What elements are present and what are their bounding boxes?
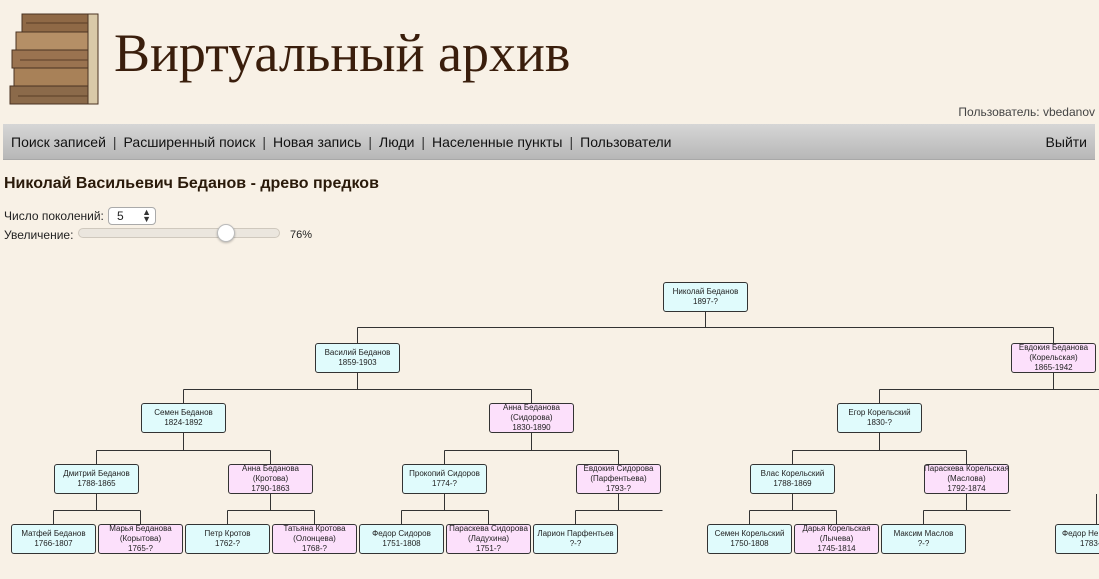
person-card[interactable]: Максим Маслов ?-? [881, 524, 966, 554]
person-card[interactable]: Дмитрий Беданов 1788-1865 [54, 464, 139, 494]
person-card[interactable]: Евдокия Сидорова (Парфентьева) 1793-? [576, 464, 661, 494]
select-arrows-icon: ▲▼ [142, 207, 151, 224]
nav-users[interactable]: Пользователи [580, 134, 672, 150]
generations-value: 5 [117, 209, 124, 223]
logout-link[interactable]: Выйти [1045, 134, 1087, 150]
person-card[interactable]: Василий Беданов 1859-1903 [315, 343, 400, 373]
nav-separator: | [569, 134, 574, 150]
person-card[interactable]: Параскева Сидорова (Ладухина) 1751-? [446, 524, 531, 554]
zoom-slider-track[interactable] [78, 228, 280, 238]
person-card[interactable]: Федор Не 1783- [1055, 524, 1099, 554]
person-card[interactable]: Дарья Корельская (Лычева) 1745-1814 [794, 524, 879, 554]
person-card[interactable]: Параскева Корельская (Маслова) 1792-1874 [924, 464, 1010, 494]
generations-label: Число поколений: [4, 209, 104, 223]
page-title: Николай Васильевич Беданов - древо предк… [4, 175, 379, 192]
nav-advanced-search[interactable]: Расширенный поиск [123, 134, 256, 150]
nav-separator: | [368, 134, 373, 150]
nav-bar: Поиск записей | Расширенный поиск | Новая за… [3, 124, 1095, 160]
nav-people[interactable]: Люди [379, 134, 415, 150]
person-card[interactable]: Марья Беданова (Корытова) 1765-? [98, 524, 183, 554]
zoom-value: 76% [290, 229, 313, 241]
person-card[interactable]: Петр Кротов 1762-? [185, 524, 270, 554]
person-card[interactable]: Егор Корельский 1830-? [837, 403, 922, 433]
person-card[interactable]: Матфей Беданов 1766-1807 [11, 524, 96, 554]
person-card[interactable]: Анна Беданова (Кротова) 1790-1863 [228, 464, 313, 494]
user-label: Пользователь: vbedanov [958, 105, 1095, 119]
person-card[interactable]: Евдокия Беданова (Корельская) 1865-1942 [1011, 343, 1096, 373]
nav-separator: | [421, 134, 426, 150]
generations-select[interactable]: 5 ▲▼ [108, 207, 156, 225]
person-card[interactable]: Николай Беданов 1897-? [663, 282, 748, 312]
person-card[interactable]: Семен Беданов 1824-1892 [141, 403, 226, 433]
person-card[interactable]: Семен Корельский 1750-1808 [707, 524, 792, 554]
nav-separator: | [112, 134, 117, 150]
zoom-slider-thumb[interactable] [217, 224, 235, 242]
person-card[interactable]: Ларион Парфентьев ?-? [533, 524, 618, 554]
nav-menu: Поиск записей | Расширенный поиск | Новая за… [11, 134, 672, 150]
nav-settlements[interactable]: Населенные пункты [432, 134, 563, 150]
site-title: Виртуальный архив [114, 23, 571, 83]
person-card[interactable]: Прокопий Сидоров 1774-? [402, 464, 487, 494]
nav-separator: | [262, 134, 267, 150]
person-card[interactable]: Федор Сидоров 1751-1808 [359, 524, 444, 554]
zoom-label: Увеличение: [4, 228, 74, 242]
nav-new-record[interactable]: Новая запись [273, 134, 362, 150]
nav-search-records[interactable]: Поиск записей [11, 134, 106, 150]
person-card[interactable]: Влас Корельский 1788-1869 [750, 464, 835, 494]
person-card[interactable]: Татьяна Кротова (Олонцева) 1768-? [272, 524, 357, 554]
person-card[interactable]: Анна Беданова (Сидорова) 1830-1890 [489, 403, 574, 433]
books-logo-icon [9, 13, 99, 105]
